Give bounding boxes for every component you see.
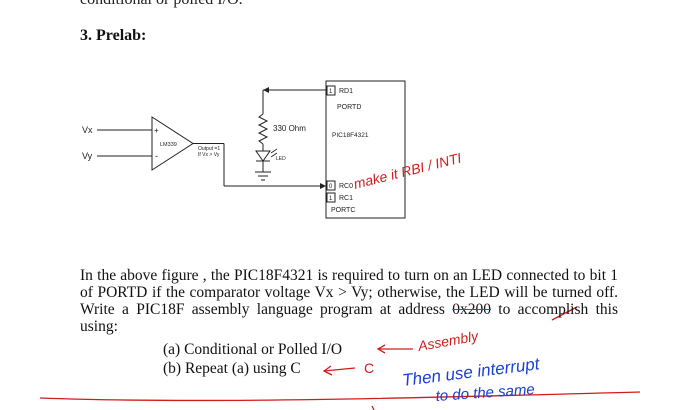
pin-rc0-label: RC0: [339, 183, 353, 190]
portd-label: PORTD: [337, 104, 361, 111]
annotation-c: C: [364, 360, 374, 376]
pin-rc1-label: RC1: [339, 195, 353, 202]
paragraph-text-before: In the above figure , the PIC18F4321 is …: [80, 267, 618, 318]
pin-rc1-number: 1: [329, 196, 333, 202]
pic-chip: [325, 80, 406, 219]
resistor-label: 330 Ohm: [273, 124, 306, 133]
paragraph-text-after: to accomplish this using:: [80, 301, 618, 335]
output-label-1: Output =1: [198, 146, 220, 152]
annotation-to-do: to do the same: [435, 381, 535, 405]
output-label-2: If Vx > Vy: [198, 152, 220, 158]
comparator-symbol: [151, 116, 194, 171]
pin-rc0-number: 0: [329, 184, 333, 190]
arrow-to-option-b: [323, 367, 356, 372]
arrow-left: [263, 87, 269, 93]
vy-label: Vy: [82, 151, 93, 161]
pin-rd1-number: 1: [329, 89, 333, 95]
option-a: (a) Conditional or Polled I/O: [163, 341, 343, 358]
section-heading: 3. Prelab:: [80, 27, 147, 44]
vx-label: Vx: [82, 125, 93, 135]
pin-rc1-box: [326, 192, 336, 203]
arrow-right: [320, 183, 326, 189]
comparator-label: LM339: [160, 142, 177, 148]
pin-rc0-box: [326, 180, 336, 191]
minus-sign: -: [155, 151, 158, 161]
problem-paragraph: In the above figure , the PIC18F4321 is …: [80, 267, 618, 335]
address-value: 0x200: [452, 301, 491, 318]
option-b: (b) Repeat (a) using C: [163, 360, 301, 377]
led-label: LED: [276, 156, 286, 162]
portc-label: PORTC: [331, 207, 355, 214]
chip-label: PIC18F4321: [332, 132, 369, 139]
pin-rd1-label: RD1: [339, 88, 353, 95]
red-underline: [39, 391, 641, 402]
pin-rd1-box: [326, 85, 336, 96]
annotation-make-it: make it RBI / INTI: [352, 150, 463, 192]
cut-off-line: conditional or polled I/O.: [80, 0, 243, 9]
plus-sign: +: [154, 126, 159, 135]
